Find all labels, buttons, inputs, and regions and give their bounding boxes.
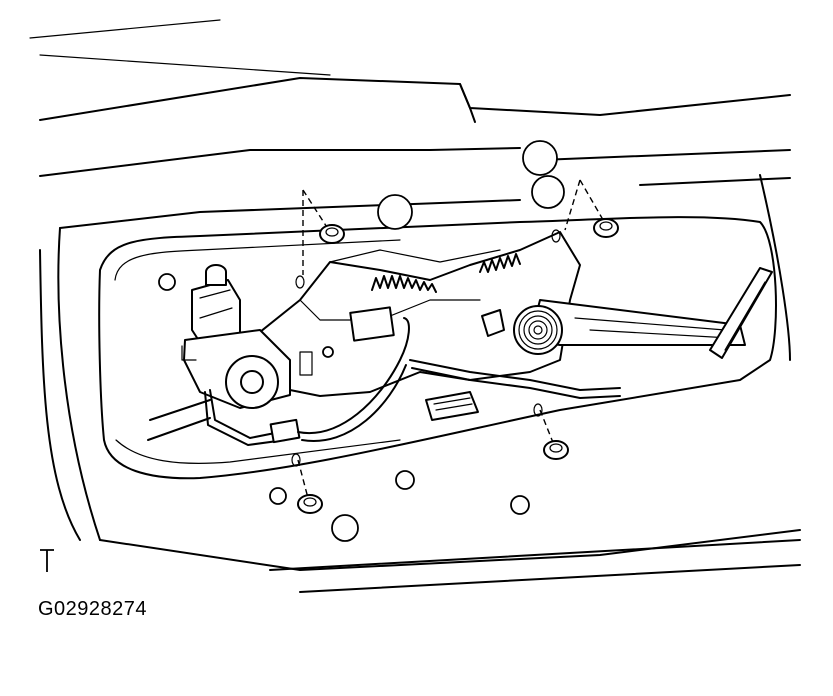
bolt-lower-right: [543, 440, 569, 460]
figure-id-code: G02928274: [38, 598, 148, 620]
access-opening: [98, 216, 777, 480]
mounting-bolts: [291, 218, 619, 514]
bolt-lower-left: [297, 494, 323, 514]
wire-harness: [204, 306, 621, 446]
stud-marks: [291, 229, 561, 467]
lower-rail: [147, 391, 479, 441]
bolt-upper-right: [593, 218, 619, 238]
corner-mark: [40, 549, 54, 572]
sector-gear: [371, 253, 521, 293]
spiral-spring: [481, 305, 563, 355]
panel-holes: [158, 140, 565, 542]
door-panel-outline: [29, 19, 801, 593]
regulator-arm: [529, 267, 773, 359]
bolt-upper-left: [319, 224, 345, 244]
regulator-motor: [181, 264, 291, 409]
